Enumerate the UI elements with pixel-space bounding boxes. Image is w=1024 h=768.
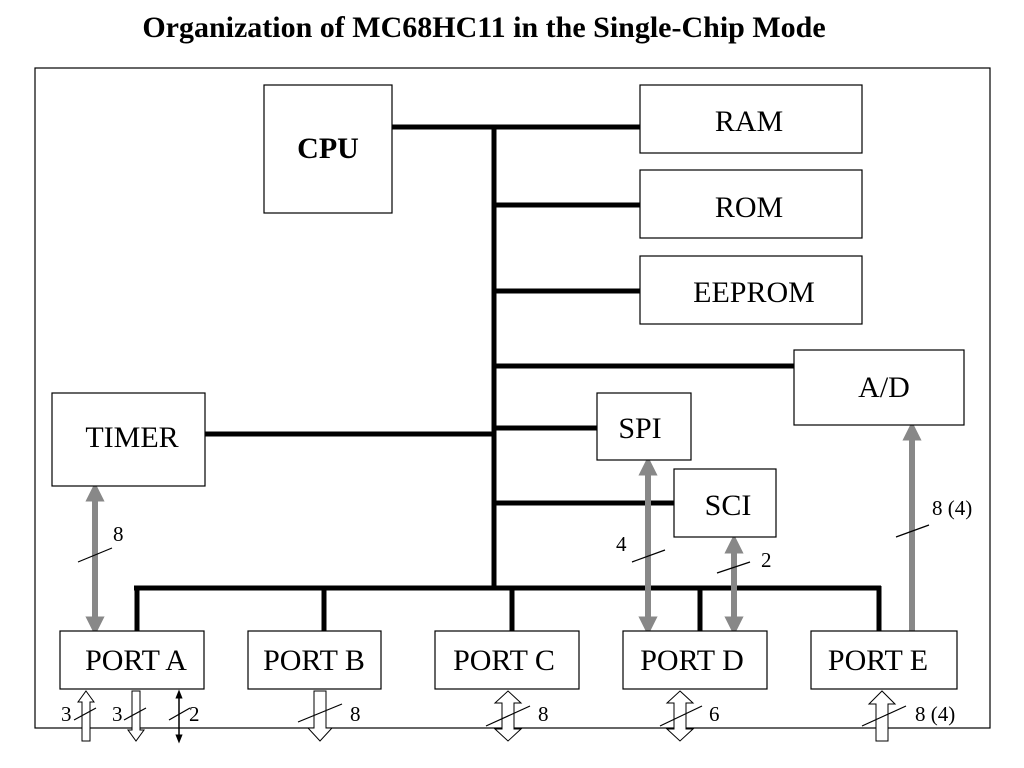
port-b-width: 8 [350, 702, 361, 726]
eeprom-block: EEPROM [639, 255, 863, 325]
port-a-in-width: 3 [61, 702, 72, 726]
port-b-output-arrow [306, 690, 334, 742]
port-c-pins [485, 690, 531, 742]
port-b-label: PORT B [263, 644, 365, 677]
timer-width-label: 8 [113, 522, 124, 546]
spi-label: SPI [618, 412, 661, 445]
port-d-label: PORT D [640, 644, 744, 677]
port-a-output-arrow [127, 690, 145, 742]
port-e-label: PORT E [828, 644, 928, 677]
port-a-out-width: 3 [112, 702, 123, 726]
eeprom-label: EEPROM [693, 276, 815, 309]
ad-width-label: 8 (4) [932, 496, 972, 520]
ad-label: A/D [858, 371, 910, 404]
port-c-label: PORT C [453, 644, 555, 677]
sci-width-label: 2 [761, 548, 772, 572]
cpu-block: CPU [263, 84, 393, 214]
timer-label: TIMER [85, 421, 178, 454]
port-a-label: PORT A [85, 644, 187, 677]
ram-label: RAM [715, 105, 783, 138]
port-d-width: 6 [709, 702, 720, 726]
port-a-bidir-width: 2 [189, 702, 200, 726]
port-a-input-arrow [77, 690, 95, 742]
spi-block: SPI [596, 392, 692, 461]
port-a-block: PORT A [59, 630, 205, 690]
port-c-block: PORT C [434, 630, 580, 690]
port-b-pins [297, 690, 343, 742]
sci-label: SCI [705, 489, 752, 522]
port-e-input-arrow [867, 690, 897, 742]
ram-block: RAM [639, 84, 863, 154]
internal-bus [134, 124, 882, 631]
rom-label: ROM [715, 191, 783, 224]
port-e-width: 8 (4) [915, 702, 955, 726]
port-c-width: 8 [538, 702, 549, 726]
data-paths [77, 421, 930, 636]
ad-block: A/D [793, 349, 965, 426]
sci-block: SCI [673, 468, 777, 538]
rom-block: ROM [639, 169, 863, 239]
diagram-title: Organization of MC68HC11 in the Single-C… [142, 11, 825, 44]
port-a-pins [73, 689, 191, 744]
port-e-pins [861, 690, 907, 742]
port-e-block: PORT E [810, 630, 958, 690]
port-d-block: PORT D [622, 630, 768, 690]
port-b-block: PORT B [247, 630, 382, 690]
cpu-label: CPU [297, 132, 359, 165]
spi-width-label: 4 [616, 532, 627, 556]
timer-block: TIMER [51, 392, 206, 487]
port-d-pins [659, 690, 703, 742]
